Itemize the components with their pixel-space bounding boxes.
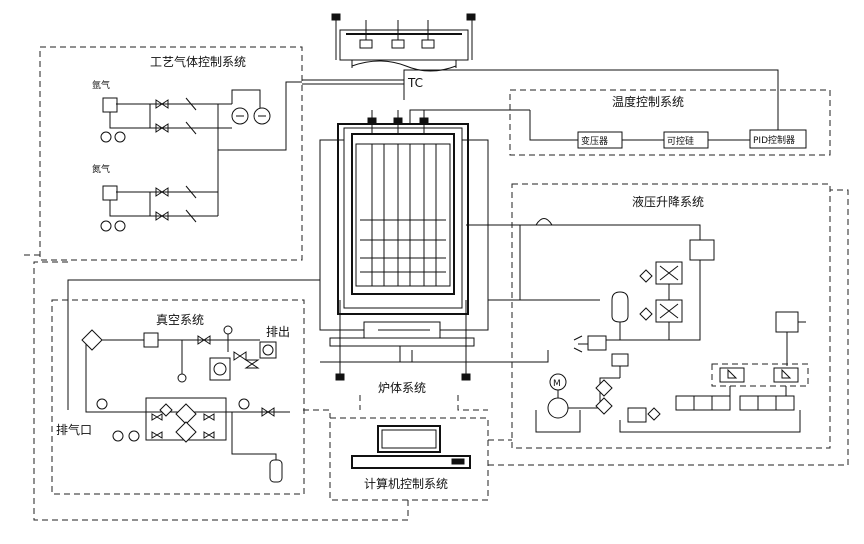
furnace-label: 炉体系统 (378, 381, 426, 395)
gas-2-label: 氮气 (92, 163, 110, 175)
valve-icon (155, 187, 169, 197)
filter-icon (175, 403, 197, 425)
needle-valve-icon (185, 121, 197, 135)
gas-line-2 (100, 150, 219, 232)
vacuum-to-computer-dashed-link (303, 409, 331, 418)
check-valve-icon (647, 407, 661, 421)
computer-control-dashed-loop-left (33, 261, 409, 521)
computer-icon (351, 425, 471, 469)
hydraulic-circuit: M (520, 218, 809, 433)
needle-valve-icon (185, 97, 197, 111)
needle-valve-icon (185, 209, 197, 223)
gauge-icon (177, 373, 187, 383)
pid-controller-label: PID控制器 (753, 134, 795, 146)
furnace-body (319, 110, 489, 381)
valve-icon (203, 431, 215, 439)
gauge-icon (223, 325, 233, 335)
needle-valve-icon (185, 185, 197, 199)
filter-icon (81, 329, 103, 351)
lifting-mechanism (331, 13, 476, 72)
valve-icon (203, 413, 215, 421)
pump-icon (547, 397, 569, 419)
accumulator-icon (611, 291, 629, 323)
gauge-icon (213, 362, 227, 376)
relief-valve-box (689, 239, 715, 261)
hydraulic-title: 液压升降系统 (632, 194, 704, 209)
valve-icon (233, 351, 247, 361)
valve-icon (197, 335, 211, 345)
filter-icon (175, 421, 197, 443)
thyristor-label: 可控硅 (667, 135, 694, 147)
exhaust-label: 排出 (266, 325, 290, 339)
hydraulic-panel (511, 183, 831, 449)
pump-box (143, 332, 159, 348)
filter-box (627, 407, 647, 423)
vacuum-pipe (67, 279, 320, 410)
temperature-panel (509, 89, 831, 156)
filter-icon (159, 403, 173, 417)
vacuum-title: 真空系统 (156, 313, 204, 327)
gas-line-1 (100, 81, 302, 151)
check-valve-icon (595, 379, 613, 397)
valve-icon (151, 431, 163, 439)
pressure-gauge-icon (114, 131, 126, 143)
motor-label: M (553, 379, 561, 389)
valve-icon (155, 99, 169, 109)
temperature-title: 温度控制系统 (612, 94, 684, 109)
valve-icon (639, 269, 653, 283)
pressure-gauge-icon (100, 220, 112, 232)
pid-controller-box (749, 129, 807, 149)
valve-icon (639, 307, 653, 321)
directional-valve-box (739, 395, 795, 411)
computer-title: 计算机控制系统 (364, 476, 448, 491)
directional-valve-box (719, 367, 745, 383)
valve-icon (155, 123, 169, 133)
cylinder-box (775, 311, 799, 333)
directional-valve-box (773, 367, 799, 383)
valve-icon (151, 413, 163, 421)
furnace-power-line (409, 109, 530, 124)
pressure-gauge-icon (238, 398, 250, 410)
valve-icon (261, 407, 275, 417)
pressure-gauge-icon (100, 131, 112, 143)
tc-signal-line (403, 69, 779, 130)
line-crossover-icon (535, 218, 553, 226)
pressure-gauge-icon (112, 430, 124, 442)
vacuum-circuit (81, 325, 290, 483)
process-gas-title: 工艺气体控制系统 (150, 54, 246, 69)
pressure-gauge-icon (128, 430, 140, 442)
exhaust-port-label: 排气口 (56, 422, 92, 437)
vacuum-panel (51, 299, 305, 495)
pressure-gauge-icon (96, 398, 108, 410)
directional-valve-box (675, 395, 731, 411)
gas-cylinder (269, 459, 283, 483)
process-gas-panel (39, 46, 303, 261)
gas-1-label: 氩气 (92, 79, 110, 91)
furnace-to-computer-dashed-link (359, 395, 488, 411)
furnace-to-hydraulic-pipe (466, 224, 600, 301)
valve-icon (155, 211, 169, 221)
pressure-switch-box (587, 335, 607, 351)
flow-control-box (611, 353, 629, 367)
furnace-return-line (320, 350, 549, 363)
directional-valve-box (711, 363, 809, 387)
check-valve-icon (595, 397, 613, 415)
computer-control-dashed-loop-right (488, 189, 849, 466)
tc-label: TC (407, 76, 423, 90)
pressure-gauge-icon (114, 220, 126, 232)
valve-icon (244, 359, 260, 369)
temperature-power-line (529, 110, 750, 141)
tc-gas-feed-line (302, 79, 404, 85)
transformer-label: 变压器 (581, 135, 608, 147)
